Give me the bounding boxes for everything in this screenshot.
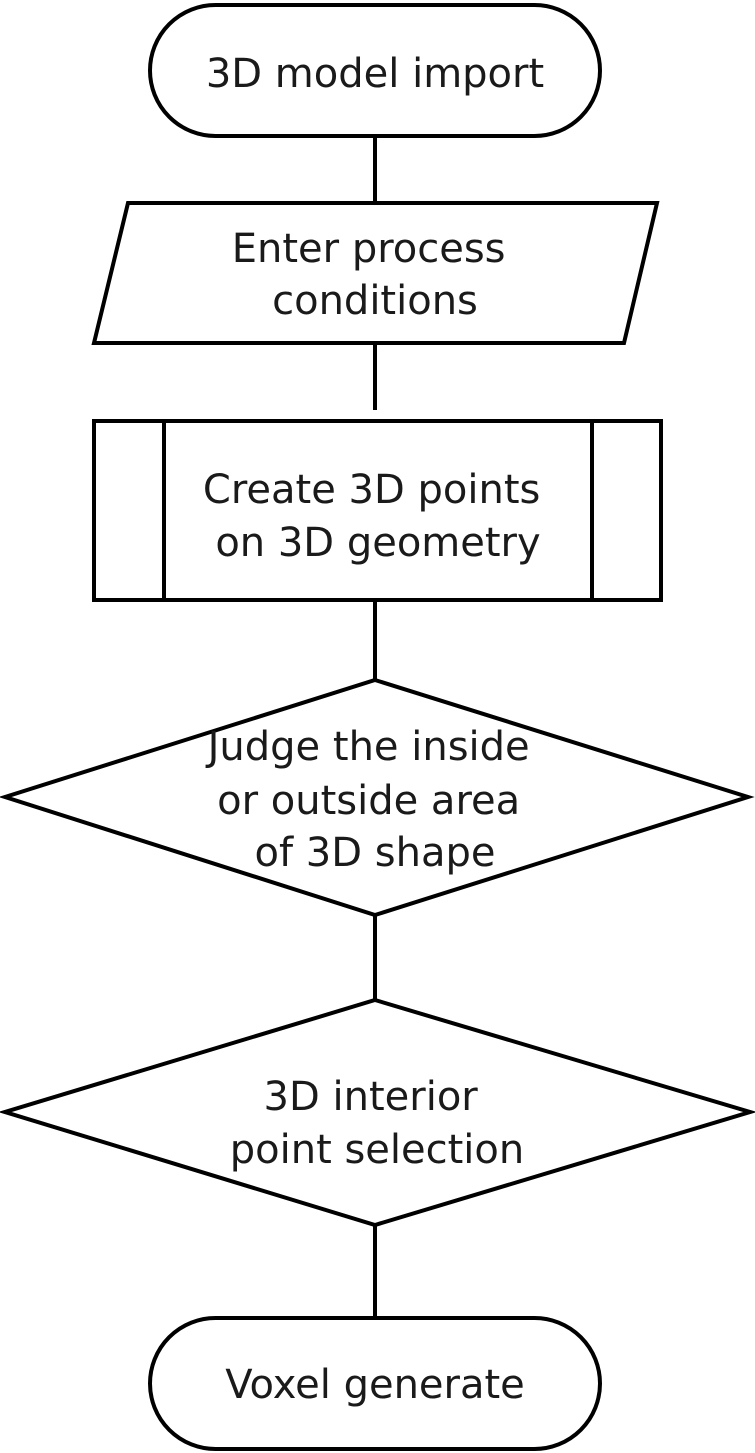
- interior-point-selection-decision: 3D interior point selection: [0, 997, 755, 1228]
- process-conditions-input-label: Enter process conditions: [232, 226, 519, 324]
- start-terminator-label: 3D model import: [206, 51, 544, 97]
- process-conditions-input-shape: [91, 201, 660, 345]
- interior-point-selection-decision-line-2: point selection: [230, 1127, 525, 1173]
- interior-point-selection-decision-line-1: 3D interior: [264, 1074, 479, 1120]
- create-points-process-line-2: on 3D geometry: [215, 520, 540, 566]
- start-terminator-line-1: 3D model import: [206, 51, 544, 97]
- judge-inside-outside-decision-line-1: Judge the inside: [205, 724, 530, 770]
- interior-point-selection-decision-shape: [0, 997, 755, 1228]
- process-conditions-input-line-1: Enter process: [232, 226, 506, 272]
- create-points-process: Create 3D points on 3D geometry: [92, 419, 663, 602]
- create-points-process-line-1: Create 3D points: [203, 467, 540, 513]
- create-points-process-shape: [92, 419, 663, 602]
- interior-point-selection-decision-label: 3D interior point selection: [230, 1074, 525, 1173]
- create-points-process-label: Create 3D points on 3D geometry: [203, 467, 553, 566]
- start-terminator-shape: [148, 3, 602, 138]
- process-conditions-input-line-2: conditions: [272, 278, 478, 324]
- judge-inside-outside-decision: Judge the inside or outside area of 3D s…: [0, 677, 755, 918]
- judge-inside-outside-decision-shape: [0, 677, 755, 918]
- judge-inside-outside-decision-line-3: of 3D shape: [255, 830, 496, 876]
- process-conditions-input: Enter process conditions: [91, 201, 660, 345]
- end-terminator-shape: [148, 1316, 602, 1451]
- end-terminator-label: Voxel generate: [225, 1362, 525, 1408]
- start-terminator: 3D model import: [148, 3, 602, 138]
- judge-inside-outside-decision-label: Judge the inside or outside area of 3D s…: [205, 724, 543, 876]
- judge-inside-outside-decision-line-2: or outside area: [217, 778, 520, 824]
- end-terminator-line-1: Voxel generate: [225, 1362, 525, 1408]
- end-terminator: Voxel generate: [148, 1316, 602, 1451]
